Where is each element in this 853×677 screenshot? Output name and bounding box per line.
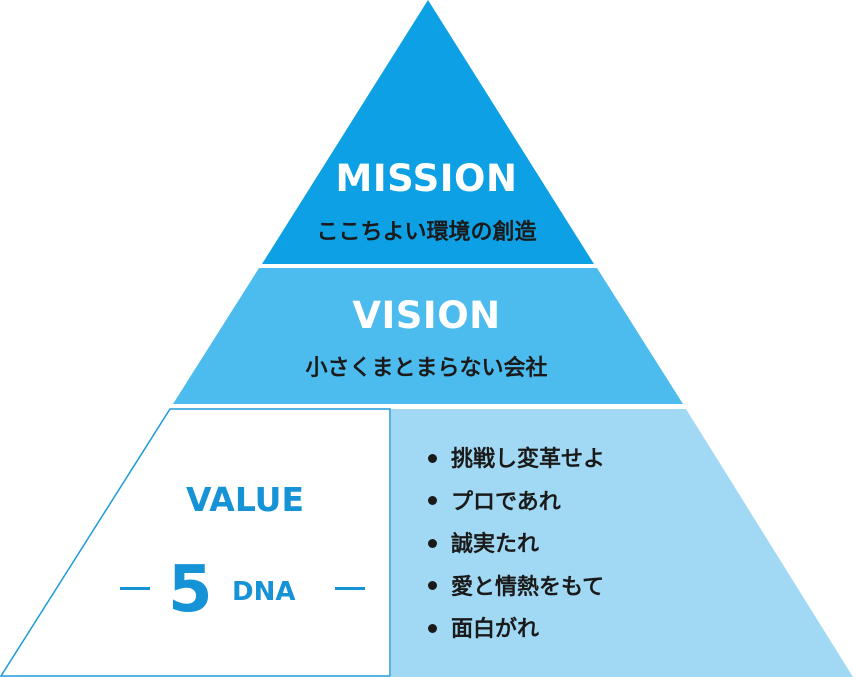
mission-tier <box>262 0 594 264</box>
bullet-icon <box>428 581 437 590</box>
dna-number: 5 <box>168 553 213 627</box>
dna-word: DNA <box>232 577 296 607</box>
value-list: 挑戦し変革せよ プロであれ 誠実たれ 愛と情熱をもて 面白がれ <box>428 441 605 654</box>
value-item: 誠実たれ <box>428 526 605 569</box>
value-title: VALUE <box>185 480 305 519</box>
value-item-label: 誠実たれ <box>451 532 540 557</box>
value-item-label: プロであれ <box>451 489 561 515</box>
dna-heading: 5 DNA <box>112 550 378 630</box>
bullet-icon <box>428 623 437 633</box>
dna-dash-right <box>335 587 365 590</box>
value-item-label: 愛と情熱をもて <box>451 574 605 600</box>
bullet-icon <box>428 538 437 548</box>
vision-tier <box>173 268 683 404</box>
value-tier-left <box>0 408 391 677</box>
value-item: 愛と情熱をもて <box>428 569 605 612</box>
value-item-label: 挑戦し変革せよ <box>451 447 606 472</box>
vision-subtitle: 小さくまとまらない会社 <box>305 356 548 381</box>
bullet-icon <box>428 453 437 463</box>
value-item: プロであれ <box>428 484 605 527</box>
value-item: 挑戦し変革せよ <box>428 441 605 484</box>
value-item: 面白がれ <box>428 611 605 654</box>
bullet-icon <box>428 496 437 505</box>
value-item-label: 面白がれ <box>451 617 540 642</box>
mission-title: MISSION <box>335 157 518 200</box>
value-tier-right <box>391 409 853 677</box>
mission-subtitle: ここちよい環境の創造 <box>316 220 537 245</box>
dna-dash-left <box>120 587 150 590</box>
vision-title: VISION <box>352 294 501 337</box>
